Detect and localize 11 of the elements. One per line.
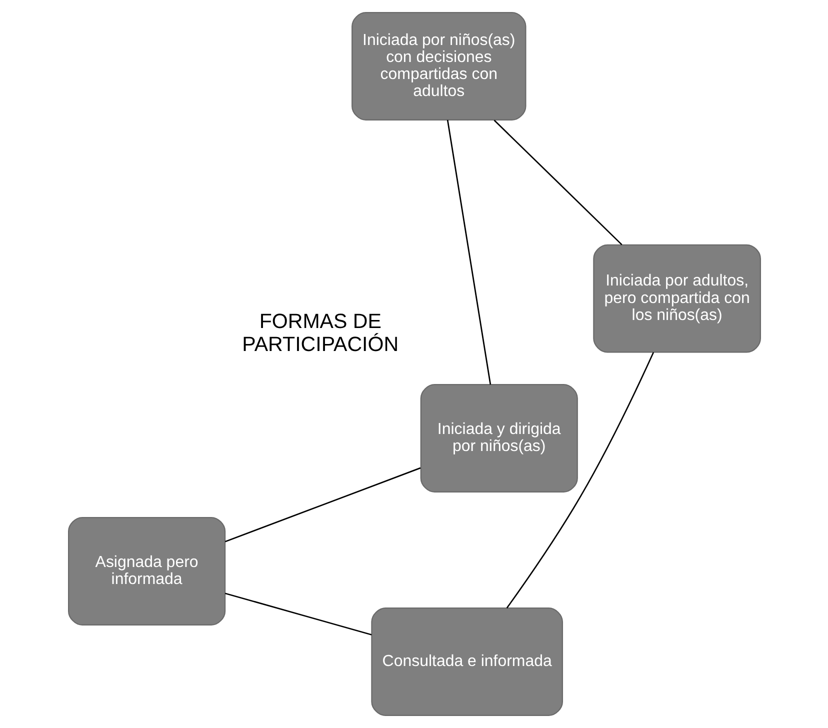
connector [506, 352, 654, 608]
connector [224, 467, 420, 542]
node-box: Iniciada por adultos, pero compartida con los niños(as) [592, 244, 760, 353]
connector [224, 592, 372, 636]
node-box: Asignada pero informada [68, 516, 226, 626]
connector [446, 120, 491, 385]
connector [493, 120, 622, 246]
node-box: Iniciada por niños(as) con decisiones compartidas con adultos [351, 12, 526, 120]
label: FORMAS DE PARTICIPACIÓN [242, 310, 398, 356]
node-box: Consultada e informada [370, 608, 563, 716]
node-box: Iniciada y dirigida por niños(as) [420, 384, 578, 492]
